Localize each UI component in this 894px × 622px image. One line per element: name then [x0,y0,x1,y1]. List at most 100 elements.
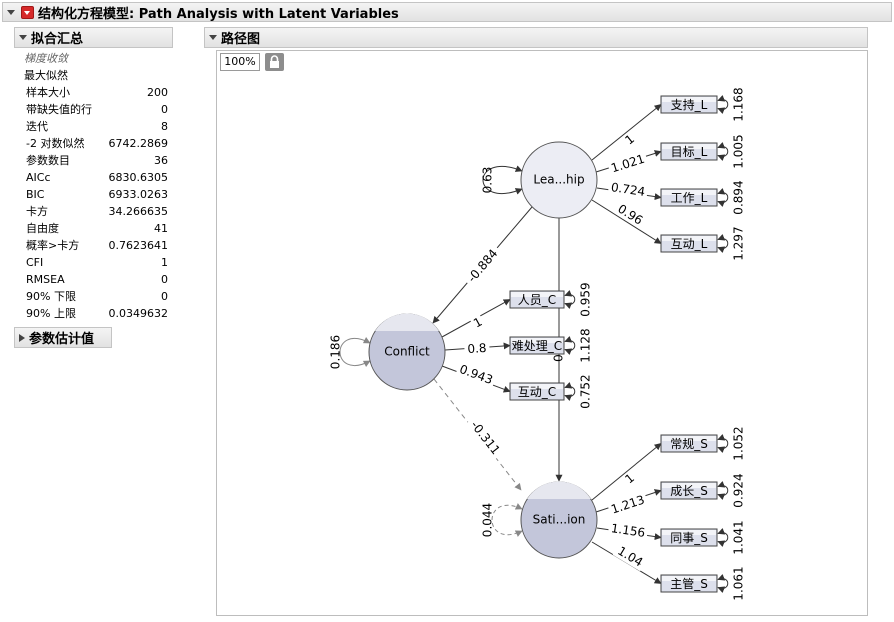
leadership-loading-3-label-bg [612,200,648,230]
collapse-triangle-icon[interactable] [209,35,217,40]
latent-leadership-label: Lea...hip [533,173,584,187]
satisfaction-indicator-3-label: 主管_S [670,576,708,591]
conflict-loading-2-label: 0.943 [455,361,497,389]
leadership-indicator-2-label: 工作_L [671,191,708,205]
satisfaction-error-loop-3 [717,573,729,594]
lock-icon[interactable] [265,53,284,71]
zoom-level-box[interactable]: 100% [220,53,260,71]
conflict-error-loop-2 [564,381,576,402]
leadership-indicator-1-label: 目标_L [671,145,708,159]
red-triangle-menu-icon[interactable] [21,5,34,19]
satisfaction-error-0-label: 1.052 [732,426,746,460]
leadership-indicator-1-highlight [662,144,716,149]
leadership-indicator-3-label: 互动_L [671,237,708,251]
leadership-error-1-label: 1.005 [732,134,746,168]
leadership-loading-0-label: 1 [621,131,639,149]
variance-conflict-label: 0.186 [329,335,343,369]
satisfaction-error-3-label: 1.061 [732,566,746,600]
param-estimates-header[interactable]: 参数估计值 [14,327,112,348]
satisfaction-loading-3-label: 1.04 [612,542,648,572]
leadership-loading-2-label-text: 0.724 [610,180,646,199]
satisfaction-loading-1-label-text: 1.213 [609,492,646,516]
satisfaction-loading-2-label-bg [607,521,649,541]
leadership-loading-0-label-bg [621,131,639,149]
satisfaction-indicator-0-label: 常规_S [670,436,708,451]
conflict-error-loop-0 [564,289,576,310]
satisfaction-loading-1-label-bg [607,492,649,518]
path-diagram-title: 路径图 [221,32,261,47]
variance-loop-conflict [339,336,371,368]
latent-satisfaction-highlight [527,481,591,499]
variance-loop-satisfaction [491,503,523,537]
satisfaction-indicator-2-label: 同事_S [670,531,708,545]
conflict-error-2-label: 0.752 [579,374,593,408]
leadership-loading-2-label-bg [607,180,649,200]
param-estimates-title: 参数估计值 [29,332,95,347]
report-title: 结构化方程模型: Path Analysis with Latent Varia… [38,6,399,22]
latent-conflict-label: Conflict [384,345,430,359]
structural-conflict-sat-label: -0.311 [465,415,505,461]
structural-conflict-sat-label-text: -0.311 [468,418,503,457]
satisfaction-error-2-label: 1.041 [732,520,746,554]
conflict-loading-1-label-bg [464,341,490,357]
conflict-loading-1-label: 0.8 [464,341,490,357]
leadership-loading-3 [591,199,662,244]
conflict-indicator-2-highlight [511,384,563,389]
expand-triangle-icon[interactable] [19,333,25,342]
leadership-loading-0 [591,104,662,161]
latent-satisfaction-label: Sati...ion [533,513,586,527]
variance-satisfaction-label: 0.044 [481,503,495,537]
conflict-error-loop-1 [564,335,576,356]
leadership-indicator-3-highlight [662,236,716,241]
collapse-triangle-icon[interactable] [7,9,15,15]
conflict-loading-0-label-bg [469,314,487,332]
collapse-triangle-icon[interactable] [19,35,27,40]
conflict-indicator-0-highlight [511,292,563,297]
latent-conflict-highlight [375,313,439,331]
leadership-loading-3-label: 0.96 [612,200,648,230]
leadership-loading-2-label: 0.724 [607,180,649,200]
leadership-error-loop-1 [717,141,729,162]
variance-leadership-label: 0.63 [481,167,495,194]
satisfaction-loading-0 [591,443,662,501]
report-title-bar: 结构化方程模型: Path Analysis with Latent Varia… [2,2,892,22]
leadership-error-0-label: 1.168 [732,87,746,121]
leadership-loading-1-label-bg [607,151,649,177]
conflict-indicator-0-label: 人员_C [518,293,556,307]
conflict-indicator-1-highlight [511,338,563,343]
structural-lead-conflict-label-bg [462,243,504,289]
leadership-indicator-0-label: 支持_L [671,97,708,112]
path-diagram-header[interactable]: 路径图 [204,27,868,48]
satisfaction-error-loop-1 [717,480,729,501]
conflict-error-1-label: 1.128 [579,328,593,362]
satisfaction-error-1-label: 0.924 [732,473,746,507]
estimation-method: 最大似然 [24,69,68,82]
satisfaction-error-loop-2 [717,527,729,548]
path-conflict-to-sat [433,378,522,491]
leadership-indicator-2-highlight [662,190,716,195]
conflict-loading-2-label-text: 0.943 [458,362,495,387]
structural-conflict-sat-label-bg [465,415,505,461]
satisfaction-loading-2-label-text: 1.156 [610,521,646,540]
satisfaction-loading-1-label: 1.213 [607,492,649,518]
conflict-loading-1-label-text: 0.8 [467,341,487,356]
leadership-loading-1-label-text: 1.021 [609,152,646,176]
fit-summary-header[interactable]: 拟合汇总 [14,27,173,48]
structural-lead-sat-label: 0 [552,354,566,362]
convergence-status: 梯度收敛 [24,52,68,65]
satisfaction-loading-0-label: 1 [621,470,639,488]
satisfaction-loading-3-label-bg [612,542,648,572]
